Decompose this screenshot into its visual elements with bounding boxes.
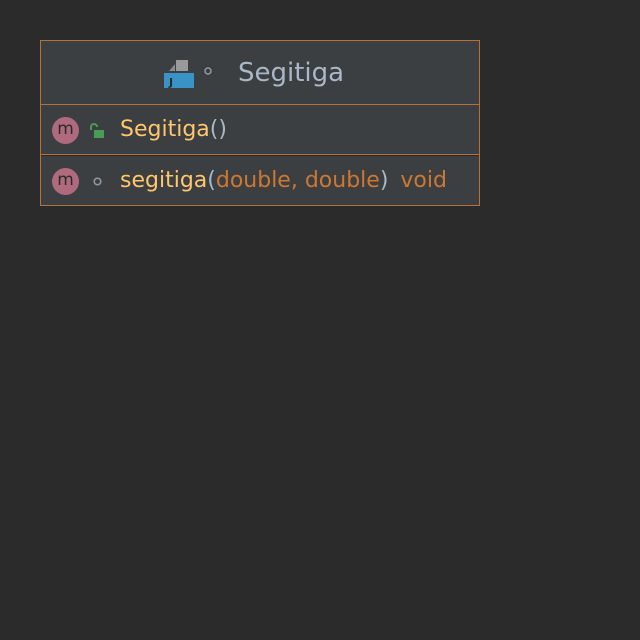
method-name: segitiga (120, 168, 208, 193)
package-private-dot-icon (93, 177, 102, 186)
member-row-constructor[interactable]: m Segitiga() (41, 105, 479, 155)
unlock-icon (90, 123, 104, 138)
package-private-dot-icon (204, 67, 212, 75)
open-paren: ( (209, 117, 219, 142)
constructor-signature: Segitiga() (120, 116, 227, 144)
member-row-method[interactable]: m segitiga(double, double) void (41, 156, 479, 205)
method-signature: segitiga(double, double) void (120, 167, 447, 195)
close-paren: ) (379, 168, 389, 193)
return-type: void (400, 168, 447, 193)
open-paren: ( (207, 168, 216, 193)
class-header: J Segitiga (41, 41, 479, 105)
method-badge-icon: m (52, 117, 79, 144)
svg-text:J: J (168, 76, 173, 89)
class-name: Segitiga (238, 58, 345, 88)
close-paren: ) (218, 117, 227, 142)
param-list: double, double (215, 168, 380, 193)
java-file-icon: J (164, 60, 194, 89)
method-badge-icon: m (52, 168, 79, 195)
method-name: Segitiga (120, 117, 210, 142)
uml-class-box[interactable]: J Segitiga m Segitiga() m segitiga(doubl… (40, 40, 480, 206)
